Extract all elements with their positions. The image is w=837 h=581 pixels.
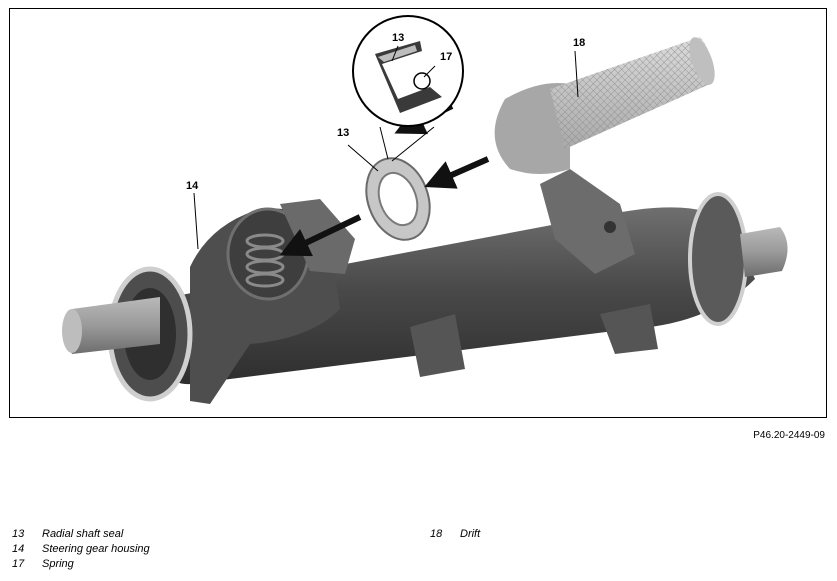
legend-left: 13 Radial shaft seal 14 Steering gear ho… bbox=[12, 528, 150, 573]
steering-gear-illustration bbox=[62, 15, 788, 404]
figure-frame: 13 17 18 13 14 bbox=[9, 8, 827, 418]
legend-right: 18 Drift bbox=[430, 528, 480, 543]
figure-id: P46.20-2449-09 bbox=[753, 430, 825, 441]
callout-13: 13 bbox=[337, 127, 350, 139]
callout-13-detail: 13 bbox=[392, 32, 405, 44]
legend-number: 18 bbox=[430, 528, 443, 540]
seal-detail-inset bbox=[352, 15, 464, 162]
legend-text: Radial shaft seal bbox=[42, 528, 124, 540]
drift-tool bbox=[494, 37, 715, 174]
radial-shaft-seal bbox=[365, 157, 431, 241]
callout-17: 17 bbox=[440, 51, 453, 63]
legend-text: Drift bbox=[460, 528, 481, 540]
legend-number: 17 bbox=[12, 558, 25, 570]
legend-number: 14 bbox=[12, 543, 25, 555]
callout-18: 18 bbox=[573, 37, 586, 49]
legend-item: 13 Radial shaft seal bbox=[12, 528, 150, 543]
legend-item: 17 Spring bbox=[12, 558, 150, 573]
legend-item: 14 Steering gear housing bbox=[12, 543, 150, 558]
legend-item: 18 Drift bbox=[430, 528, 480, 543]
legend-text: Steering gear housing bbox=[42, 543, 150, 555]
legend-number: 13 bbox=[12, 528, 25, 540]
leader-lines bbox=[193, 50, 579, 250]
legend-text: Spring bbox=[42, 558, 74, 570]
callout-14: 14 bbox=[186, 180, 199, 192]
